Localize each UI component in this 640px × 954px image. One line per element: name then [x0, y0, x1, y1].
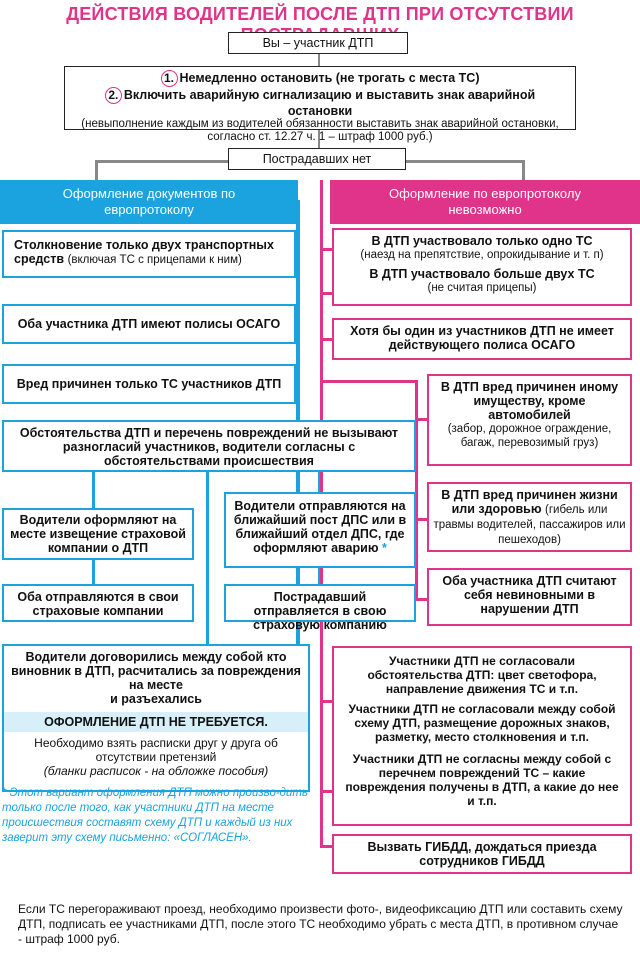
connector [92, 470, 95, 510]
no-victims-box: Пострадавших нет [228, 148, 406, 170]
connector [415, 380, 418, 600]
right-both-innocent: Оба участника ДТП считают себя невиновны… [427, 568, 632, 626]
right-property-damage-bold: В ДТП вред причинен иному имуществу, кро… [440, 380, 619, 422]
right-call-police: Вызвать ГИБДД, дождаться приезда сотрудн… [332, 834, 632, 874]
left-agreement-text: Водители договорились между собой кто ви… [4, 646, 308, 708]
left-cond-osago-text: Оба участника ДТП имеют полисы ОСАГО [17, 317, 281, 331]
connector [322, 248, 332, 251]
participant-box: Вы – участник ДТП [228, 32, 408, 54]
left-victim-insurance: Пострадавший отправляется в свою страхов… [224, 584, 416, 632]
connector [318, 52, 320, 66]
left-both-insurance-text: Оба отправляются в свои страховые компан… [17, 590, 179, 618]
left-victim-insurance-text: Пострадавший отправляется в свою страхов… [253, 590, 387, 632]
step-1-text: Немедленно остановить (не трогать с мест… [179, 71, 480, 85]
left-receipts-italic: (бланки расписок - на обложке пособия) [43, 764, 269, 778]
left-agreement-bold: Водители договорились между собой кто ви… [11, 650, 301, 692]
footer-note: Если ТС перегораживают проезд, необходим… [18, 902, 623, 946]
left-cond-agreed: Обстоятельства ДТП и перечень повреждени… [2, 420, 416, 472]
right-one-vehicle: В ДТП участвовало только одно ТС (наезд … [332, 228, 632, 306]
right-disagreement-circumstances: Участники ДТП не согласовали обстоятельс… [367, 654, 597, 696]
left-header-text: Оформление документов по европротоколу [62, 186, 236, 217]
connector [318, 568, 321, 586]
right-health-damage-bold: В ДТП вред причинен жизни или здоровью [441, 488, 618, 516]
step-2-number: 2. [104, 87, 122, 104]
right-disagreements: Участники ДТП не согласовали обстоятельс… [332, 646, 632, 826]
left-drivers-notice-text: Водители оформляют на месте извещение ст… [10, 513, 186, 555]
left-dps-post-star: * [381, 541, 387, 555]
connector [522, 160, 525, 182]
connector [96, 160, 230, 163]
connector [95, 160, 98, 182]
left-drivers-notice: Водители оформляют на месте извещение ст… [2, 508, 194, 560]
step-2-text: Включить аварийную сигнализацию и выстав… [123, 88, 536, 118]
right-header: Оформление по европротоколу невозможно [330, 180, 640, 224]
left-cond-two-vehicles-bold: Столкновение только двух транспортных ср… [14, 238, 274, 266]
right-call-police-text: Вызвать ГИБДД, дождаться приезда сотрудн… [367, 840, 597, 868]
connector [322, 790, 332, 793]
left-receipts-text: Необходимо взять расписки друг у друга о… [34, 736, 278, 764]
no-victims-text: Пострадавших нет [262, 152, 372, 166]
left-cond-two-vehicles-plain: (включая ТС с прицепами к ним) [67, 254, 242, 266]
connector [404, 160, 524, 163]
connector [322, 700, 332, 703]
left-dps-post: Водители отправляются на ближайший пост … [224, 492, 416, 568]
connector [415, 518, 427, 521]
step-2: 2.Включить аварийную сигнализацию и выст… [71, 87, 569, 118]
left-cond-damage-text: Вред причинен только ТС участников ДТП [16, 377, 282, 391]
participant-text: Вы – участник ДТП [262, 36, 374, 50]
connector [322, 338, 332, 341]
left-cond-two-vehicles: Столкновение только двух транспортных ср… [2, 230, 296, 278]
connector [415, 598, 427, 601]
right-disagreement-scheme: Участники ДТП не согласовали между собой… [348, 702, 616, 744]
left-both-insurance: Оба отправляются в свои страховые компан… [2, 584, 194, 622]
left-cond-agreed-text: Обстоятельства ДТП и перечень повреждени… [19, 426, 399, 468]
right-no-osago: Хотя бы один из участников ДТП не имеет … [332, 318, 632, 360]
right-one-vehicle-bold: В ДТП участвовало только одно ТС [371, 234, 593, 248]
left-header: Оформление документов по европротоколу [0, 180, 298, 224]
footnote: * Этот вариант оформления ДТП можно прои… [2, 787, 309, 844]
connector [92, 558, 95, 586]
left-dps-post-text: Водители отправляются на ближайший пост … [233, 499, 407, 555]
connector [320, 845, 332, 848]
step-note: (невыполнение каждым из водителей обязан… [81, 118, 559, 143]
right-header-text: Оформление по европротоколу невозможно [389, 186, 581, 217]
left-receipts: Необходимо взять расписки друг у друга о… [4, 732, 308, 782]
no-registration-banner: ОФОРМЛЕНИЕ ДТП НЕ ТРЕБУЕТСЯ. [4, 712, 308, 732]
left-agreement-tail: и разъехались [110, 692, 202, 706]
right-health-damage: В ДТП вред причинен жизни или здоровью (… [427, 482, 632, 552]
right-property-damage-plain: (забор, дорожное ограждение, багаж, пере… [447, 423, 612, 449]
connector [322, 380, 417, 383]
right-both-innocent-text: Оба участника ДТП считают себя невиновны… [442, 574, 617, 616]
left-cond-osago: Оба участника ДТП имеют полисы ОСАГО [2, 304, 296, 344]
connector [206, 420, 209, 648]
left-cond-damage: Вред причинен только ТС участников ДТП [2, 364, 296, 404]
right-no-osago-text: Хотя бы один из участников ДТП не имеет … [350, 324, 614, 352]
right-one-vehicle-plain: (наезд на препятствие, опрокидывание и т… [360, 249, 604, 261]
right-many-vehicles-plain: (не считая прицепы) [427, 282, 537, 294]
connector [318, 470, 321, 512]
connector [415, 418, 427, 421]
steps-box: 1.Немедленно остановить (не трогать с ме… [64, 66, 576, 143]
step-1-number: 1. [160, 70, 178, 87]
right-disagreement-damage: Участники ДТП не согласны между собой с … [345, 752, 619, 808]
right-property-damage: В ДТП вред причинен иному имуществу, кро… [427, 374, 632, 466]
connector [322, 292, 332, 295]
connector [318, 128, 320, 148]
step-1: 1.Немедленно остановить (не трогать с ме… [71, 70, 569, 87]
right-health-damage-plain: (гибель или травмы водителей, пассажиров… [433, 504, 626, 546]
left-agreement-box: Водители договорились между собой кто ви… [2, 644, 310, 792]
right-many-vehicles-bold: В ДТП участвовало больше двух ТС [369, 267, 595, 281]
